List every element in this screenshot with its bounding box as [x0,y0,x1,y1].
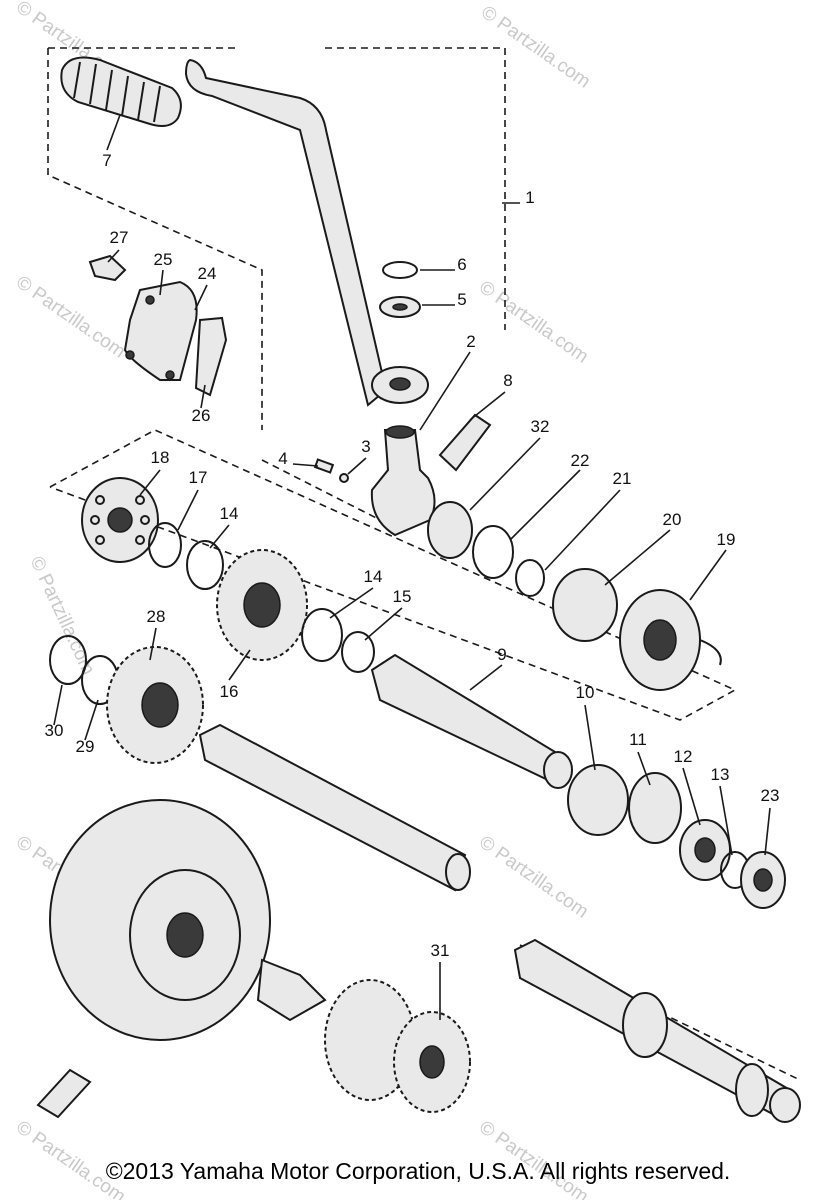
callout-24: 24 [198,264,217,283]
leader-lines [53,114,771,1020]
circlip-6 [382,261,418,279]
kick-axle-group [81,477,722,691]
callout-28: 28 [147,607,166,626]
callout-32: 32 [531,417,550,436]
output-shaft [513,938,801,1123]
callout-9: 9 [497,645,506,664]
kick-gear-16 [216,549,375,673]
callout-3: 3 [361,437,370,456]
kick-pedal-assembly [60,56,429,407]
callout-11: 11 [629,730,647,749]
callout-30: 30 [45,721,64,740]
callout-10: 10 [576,683,595,702]
callout-13: 13 [711,765,730,784]
callout-14: 14 [220,504,239,523]
callout-12: 12 [674,747,693,766]
callout-18: 18 [151,448,170,467]
watermark: © Partzilla.com [475,832,592,923]
watermark: © Partzilla.com [475,277,592,368]
callout-25: 25 [154,250,173,269]
ratchet-group [567,764,786,909]
callout-15: 15 [393,587,412,606]
front-arrow-icon [36,1068,92,1119]
callout-1: 1 [525,188,534,207]
callout-4: 4 [278,449,287,468]
callout-20: 20 [663,510,682,529]
clutch-housing [49,799,471,1113]
callout-8: 8 [503,371,512,390]
callout-22: 22 [571,451,590,470]
callout-26: 26 [192,406,211,425]
kick-axle-9 [370,653,573,789]
callout-14: 14 [364,567,383,586]
callout-7: 7 [102,151,111,170]
side-watermark: © Partzilla.com [25,553,98,678]
kick-stopper-plate [88,254,228,397]
copyright-notice: ©2013 Yamaha Motor Corporation, U.S.A. A… [105,1158,731,1184]
callout-2: 2 [466,332,475,351]
callout-17: 17 [189,468,208,487]
callout-31: 31 [431,941,450,960]
callout-21: 21 [613,469,632,488]
callout-5: 5 [457,290,466,309]
idler-gear-group [49,635,471,892]
callout-numbers: 1234567891011121314141516171819202122232… [45,151,780,960]
watermark: © Partzilla.com [12,272,129,363]
callout-16: 16 [220,682,239,701]
kick-crank-boss [313,413,492,537]
callout-6: 6 [457,255,466,274]
callout-23: 23 [761,786,780,805]
callout-29: 29 [76,737,95,756]
callout-27: 27 [110,228,129,247]
callout-19: 19 [717,530,736,549]
